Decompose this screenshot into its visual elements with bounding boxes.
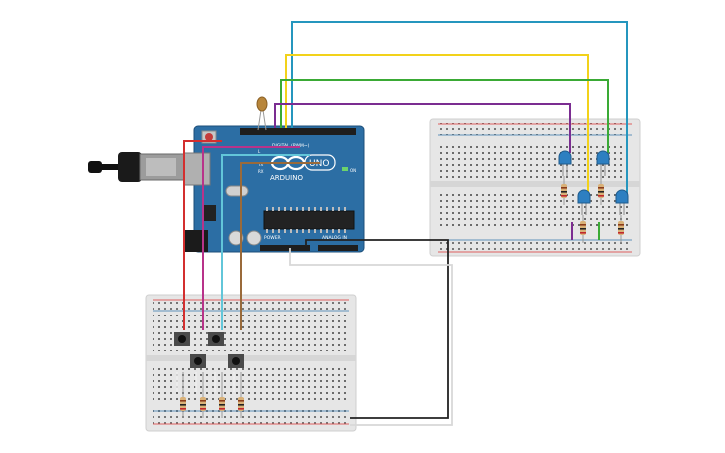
resistors-bottom (176, 372, 244, 418)
wire-cyan (221, 154, 310, 330)
wire-magenta (202, 146, 300, 330)
board-brand: ARDUINO (270, 174, 303, 182)
led-3-icon[interactable] (577, 189, 591, 215)
wire-black-1 (305, 239, 449, 419)
led-2-icon[interactable] (596, 150, 610, 176)
button-2-icon[interactable] (208, 332, 224, 346)
resistor-t4 (618, 215, 624, 243)
led-group (558, 150, 629, 215)
power-label: POWER (264, 235, 281, 241)
wires-top (274, 21, 628, 196)
wire-white-1 (289, 248, 453, 426)
button-3-icon[interactable] (190, 354, 206, 368)
resistor-t2 (598, 176, 604, 205)
led-1-icon[interactable] (558, 150, 572, 176)
ceramic-capacitor (256, 96, 268, 131)
resistor-b4 (238, 372, 244, 418)
tx-label: TX (257, 162, 263, 167)
wire-blue (291, 21, 628, 196)
on-label: ON (350, 168, 356, 173)
button-4-icon[interactable] (228, 354, 244, 368)
analog-label: ANALOG IN (322, 235, 347, 241)
resistors-top (561, 176, 624, 243)
resistor-b3 (219, 372, 225, 418)
usb-cable (88, 152, 185, 182)
resistor-t3 (580, 215, 586, 243)
wire-red (183, 140, 222, 330)
arduino-board[interactable]: UNO ARDUINO DIGITAL (PWM~) POWER ANALOG … (88, 125, 365, 253)
reset-button[interactable] (205, 133, 213, 141)
button-group (174, 332, 244, 368)
breadboard-bottom (145, 294, 357, 432)
wires-power (289, 239, 453, 426)
l-label: L (258, 149, 261, 154)
wires-bottom (183, 140, 320, 330)
wire-yellow (285, 54, 589, 196)
resistor-b2 (200, 372, 206, 418)
on-led-icon (342, 167, 348, 171)
wire-brown (240, 162, 320, 330)
led-4-icon[interactable] (615, 189, 629, 215)
resistor-b1 (180, 372, 186, 418)
resistor-t1 (561, 176, 567, 205)
button-1-icon[interactable] (174, 332, 190, 346)
wire-purple (274, 103, 571, 153)
rx-label: RX (258, 169, 264, 174)
